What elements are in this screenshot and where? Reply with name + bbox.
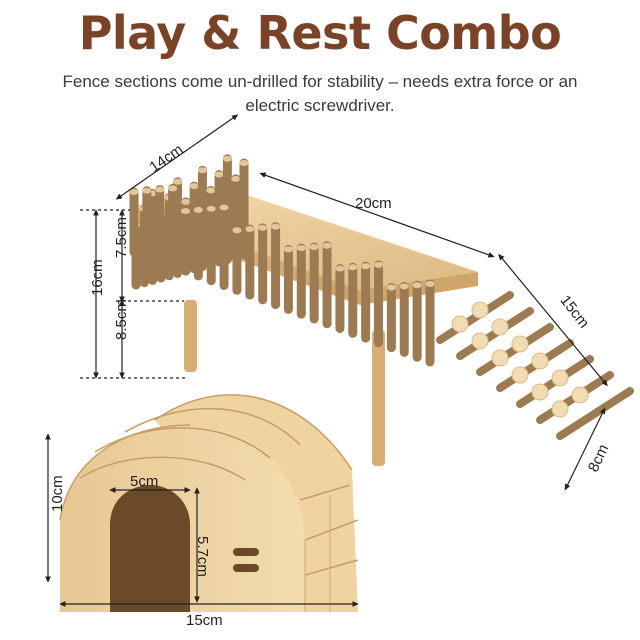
stick-end xyxy=(197,167,207,174)
stick-end xyxy=(348,264,358,271)
stick-end xyxy=(386,284,396,291)
stick-end xyxy=(181,198,191,205)
stick-end xyxy=(222,155,232,162)
stick-end xyxy=(193,206,203,213)
stick-end xyxy=(258,224,268,231)
stick-end xyxy=(399,283,409,290)
stick-end xyxy=(335,265,345,272)
dim-label-door-height: 5.7cm xyxy=(194,536,211,577)
front-fence xyxy=(129,183,435,367)
ramp-bead xyxy=(551,369,569,387)
ramp-bead xyxy=(491,318,509,336)
hut-slot xyxy=(233,564,259,572)
dim-label-hut-height: 10cm xyxy=(49,475,66,512)
ramp-bead xyxy=(511,335,529,353)
dim-label-ramp-width: 8cm xyxy=(585,442,612,475)
dim-label-ramp-length: 15cm xyxy=(556,292,592,331)
wooden-hut xyxy=(59,394,359,612)
stick-end xyxy=(412,282,422,289)
stick-end xyxy=(283,246,293,253)
stick-end xyxy=(374,261,384,268)
page-subtitle: Fence sections come un-drilled for stabi… xyxy=(62,72,578,115)
ramp-bead xyxy=(511,366,529,384)
stick-end xyxy=(425,281,435,287)
stick-end xyxy=(219,204,229,211)
dim-label-platform-width: 20cm xyxy=(355,195,392,212)
stick-end xyxy=(206,205,216,212)
stick-end xyxy=(180,208,190,215)
stick-end xyxy=(239,160,249,166)
stick-end xyxy=(271,223,281,230)
dim-label-door-width: 5cm xyxy=(130,473,158,490)
dim-label-platform-depth: 14cm xyxy=(146,141,186,176)
stick-end xyxy=(309,243,319,250)
platform-leg xyxy=(184,300,197,372)
dim-label-upper-height: 7.5cm xyxy=(113,217,130,258)
hut-slot xyxy=(233,548,259,556)
ramp-bead xyxy=(471,301,489,319)
stick-end xyxy=(189,183,199,190)
ramp-bead xyxy=(451,315,469,333)
stick-end xyxy=(168,185,178,192)
ramp-bead xyxy=(551,400,569,418)
stick-end xyxy=(245,226,255,233)
stick-end xyxy=(214,171,224,178)
ramp-bead xyxy=(531,383,549,401)
stick-end xyxy=(173,178,183,185)
stick-end xyxy=(206,187,216,194)
ramp-bead xyxy=(471,332,489,350)
stick-end xyxy=(155,186,165,193)
stick-end xyxy=(232,227,242,234)
dimension-lines xyxy=(45,114,608,607)
stick-end xyxy=(322,242,332,249)
dim-label-total-height: 16cm xyxy=(89,259,106,296)
stick-end xyxy=(296,245,306,252)
ramp-bead xyxy=(491,349,509,367)
dim-label-hut-width: 15cm xyxy=(186,612,223,629)
platform-leg xyxy=(372,330,385,466)
ramp-bead xyxy=(571,386,589,404)
ramp-bead xyxy=(531,352,549,370)
stick-end xyxy=(361,263,371,270)
dim-label-lower-height: 8.5cm xyxy=(113,299,130,340)
hut-door xyxy=(110,485,190,612)
stick-end xyxy=(231,175,241,182)
page-title: Play & Rest Combo xyxy=(78,6,562,60)
stick-end xyxy=(129,189,139,195)
stick-end xyxy=(142,187,152,194)
